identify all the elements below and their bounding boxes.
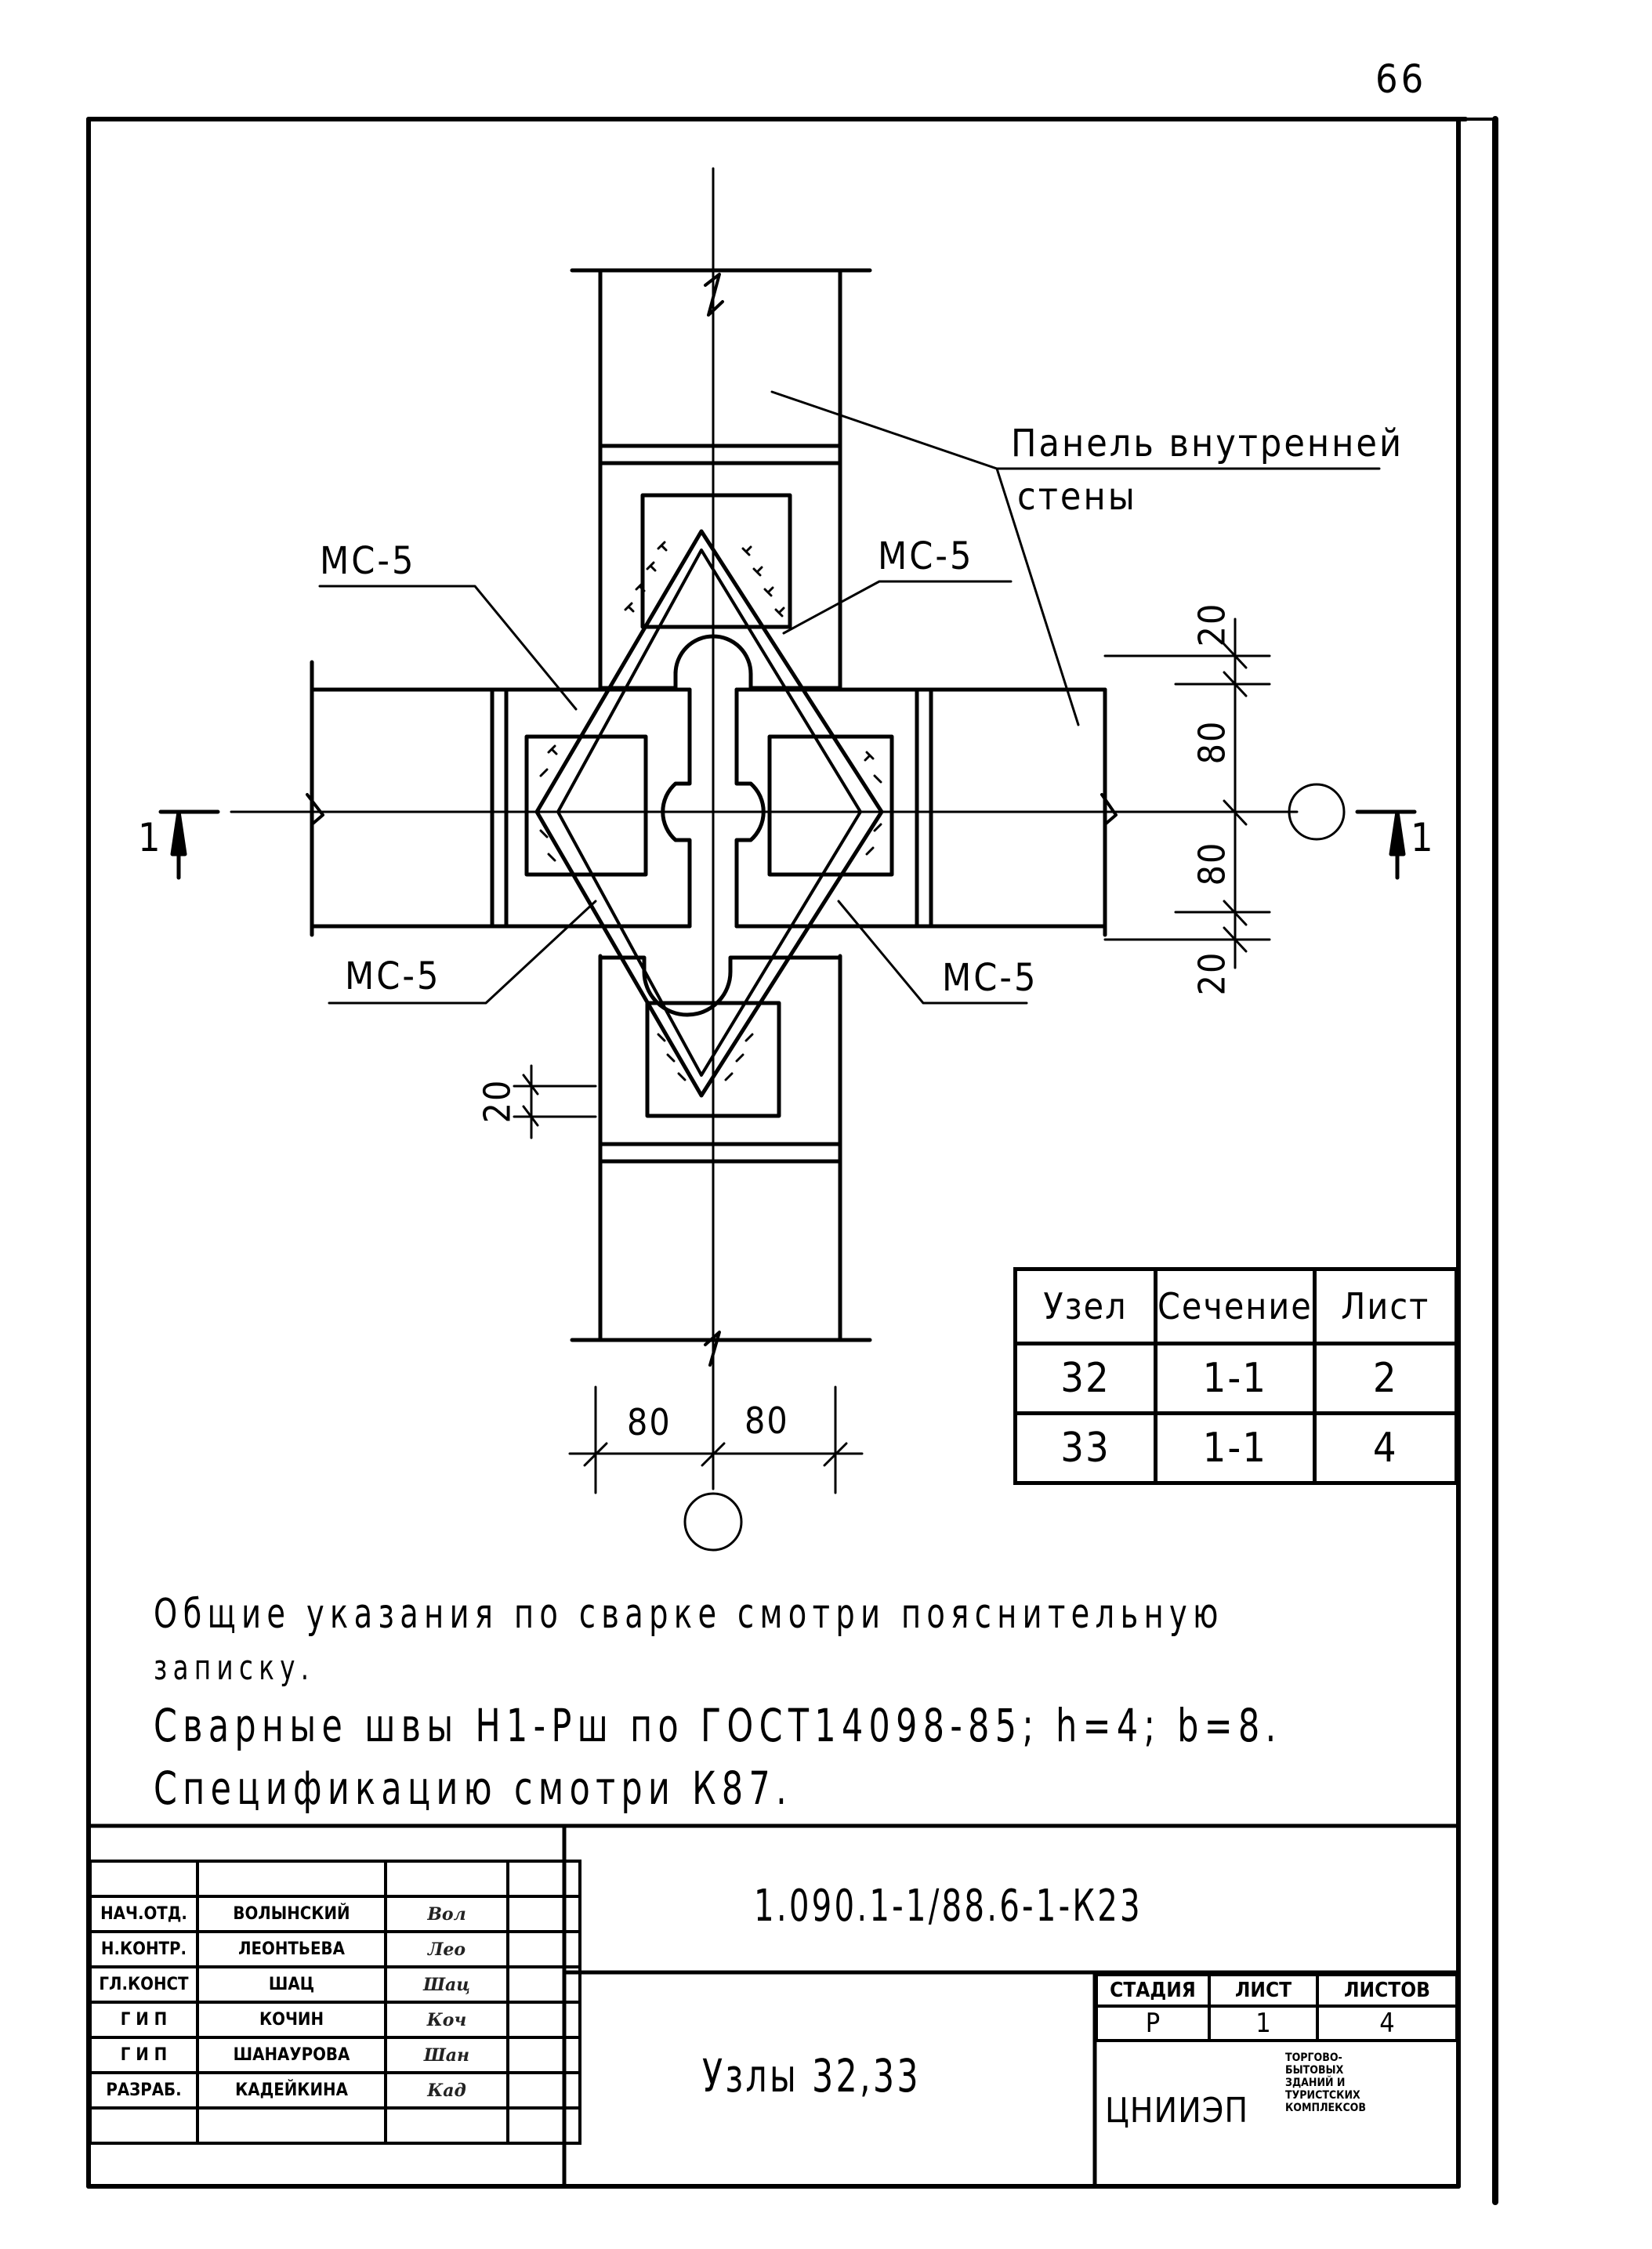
mc5-callout-top-left: МС-5: [320, 539, 416, 583]
dim-right-80-upper: 80: [1190, 719, 1234, 765]
sheet-value: 1: [1208, 2005, 1319, 2042]
weld-marks: [539, 541, 882, 1081]
stage-value: Р: [1095, 2005, 1211, 2042]
section-mark-right-label: 1: [1411, 815, 1435, 860]
node-table: Узел Сечение Лист 32 1-1 2 33 1-1 4: [1013, 1267, 1458, 1485]
organization-subtitle: ТОРГОВО- БЫТОВЫХ ЗДАНИЙ И ТУРИСТСКИХ КОМ…: [1285, 2052, 1366, 2114]
name: ЛЕОНТЬЕВА: [196, 1930, 387, 1968]
mc5-callout-top-right: МС-5: [878, 534, 974, 578]
left-dimension: [513, 1064, 597, 1139]
dim-right-top-20: 20: [1190, 602, 1234, 647]
right-dimensions: [1103, 617, 1287, 969]
stage-table: СТАДИЯ ЛИСТ ЛИСТОВ Р 1 4: [1095, 1973, 1458, 2042]
role: НАЧ.ОТД.: [89, 1895, 199, 1933]
stage-header: СТАДИЯ: [1095, 1973, 1211, 2008]
header-section: Сечение: [1154, 1267, 1317, 1345]
signature: Коч: [384, 2001, 509, 2039]
role: ГЛ.КОНСТ: [89, 1965, 199, 2004]
dim-right-80-lower: 80: [1190, 841, 1234, 886]
name: ШАЦ: [196, 1965, 387, 2004]
signature: Вол: [384, 1895, 509, 1933]
sheet-title: Узлы 32,33: [702, 2049, 921, 2102]
signature-table: НАЧ.ОТД. ВОЛЫНСКИЙ Вол Н.КОНТР. ЛЕОНТЬЕВ…: [89, 1860, 581, 2145]
dim-left-20: 20: [476, 1078, 519, 1124]
leaders: [318, 390, 1381, 1005]
signature-row: Н.КОНТР. ЛЕОНТЬЕВА Лео: [89, 1930, 581, 1968]
org-sub-line: ТУРИСТСКИХ: [1285, 2089, 1360, 2102]
header-sheet: Лист: [1312, 1267, 1458, 1345]
mc5-callout-bottom-left: МС-5: [345, 954, 441, 998]
table-row: 32 1-1 2: [1013, 1342, 1458, 1415]
sheet-frame: [86, 116, 1498, 2205]
note-line-3: Сварные швы Н1-Рш по ГОСТ14098-85; h=4; …: [154, 1699, 1282, 1752]
signature: Кад: [384, 2071, 509, 2110]
org-sub-line: БЫТОВЫХ: [1285, 2064, 1344, 2077]
node-table-header: Узел Сечение Лист: [1013, 1267, 1458, 1345]
sheet-header: ЛИСТ: [1208, 1973, 1319, 2008]
signature: Лео: [384, 1930, 509, 1968]
name: ВОЛЫНСКИЙ: [196, 1895, 387, 1933]
header-node: Узел: [1013, 1267, 1157, 1345]
org-sub-line: ЗДАНИЙ И: [1285, 2077, 1346, 2089]
cell-section: 1-1: [1154, 1342, 1317, 1415]
signature-row: ГЛ.КОНСТ ШАЦ Шац: [89, 1965, 581, 2004]
role: Н.КОНТР.: [89, 1930, 199, 1968]
signature-row: Г И П КОЧИН Коч: [89, 2001, 581, 2039]
note-line-1: Общие указания по сварке смотри поясните…: [154, 1591, 1224, 1638]
dim-bottom-80-right: 80: [744, 1400, 789, 1442]
name: КАДЕЙКИНА: [196, 2071, 387, 2110]
section-marks: [158, 809, 1417, 880]
mc5-callout-bottom-right: МС-5: [942, 956, 1038, 1000]
right-panel: [734, 687, 1107, 937]
bottom-panel: [570, 954, 872, 1342]
dim-right-bottom-20: 20: [1190, 951, 1234, 996]
role: Г И П: [89, 2036, 199, 2074]
signature: Шац: [384, 1965, 509, 2004]
note-line-2: записку.: [154, 1648, 315, 1688]
section-mark-left-label: 1: [138, 815, 162, 860]
sheets-header: ЛИСТОВ: [1316, 1973, 1458, 2008]
axis-marker-bottom: [683, 1492, 743, 1552]
role: Г И П: [89, 2001, 199, 2039]
note-line-4: Спецификацию смотри К87.: [154, 1762, 793, 1815]
document-code: 1.090.1-1/88.6-1-К23: [754, 1881, 1143, 1932]
panel-callout-line1: Панель внутренней: [1011, 422, 1404, 465]
cell-section: 1-1: [1154, 1411, 1317, 1485]
panel-callout-line2: стены: [1017, 475, 1137, 519]
sheet-number: 66: [1375, 56, 1427, 102]
name: ШАНАУРОВА: [196, 2036, 387, 2074]
signature-row: НАЧ.ОТД. ВОЛЫНСКИЙ Вол: [89, 1895, 581, 1933]
left-panel: [310, 660, 692, 937]
cell-sheet: 2: [1312, 1342, 1458, 1415]
role: РАЗРАБ.: [89, 2071, 199, 2110]
dim-bottom-80-left: 80: [627, 1401, 672, 1443]
signature: Шан: [384, 2036, 509, 2074]
mc5-diamond: [534, 529, 884, 1098]
name: КОЧИН: [196, 2001, 387, 2039]
cell-sheet: 4: [1312, 1411, 1458, 1485]
organization-name: ЦНИИЭП: [1105, 2091, 1249, 2131]
axis-marker-right: [1288, 783, 1346, 841]
org-sub-line: ТОРГОВО-: [1285, 2052, 1342, 2064]
bottom-dimensions: [568, 1385, 864, 1494]
table-row: 33 1-1 4: [1013, 1411, 1458, 1485]
org-sub-line: КОМПЛЕКСОВ: [1285, 2102, 1366, 2114]
signature-row: Г И П ШАНАУРОВА Шан: [89, 2036, 581, 2074]
cell-node: 32: [1013, 1342, 1157, 1415]
cell-node: 33: [1013, 1411, 1157, 1485]
sheets-value: 4: [1316, 2005, 1458, 2042]
signature-row: РАЗРАБ. КАДЕЙКИНА Кад: [89, 2071, 581, 2110]
top-panel: [570, 268, 872, 690]
